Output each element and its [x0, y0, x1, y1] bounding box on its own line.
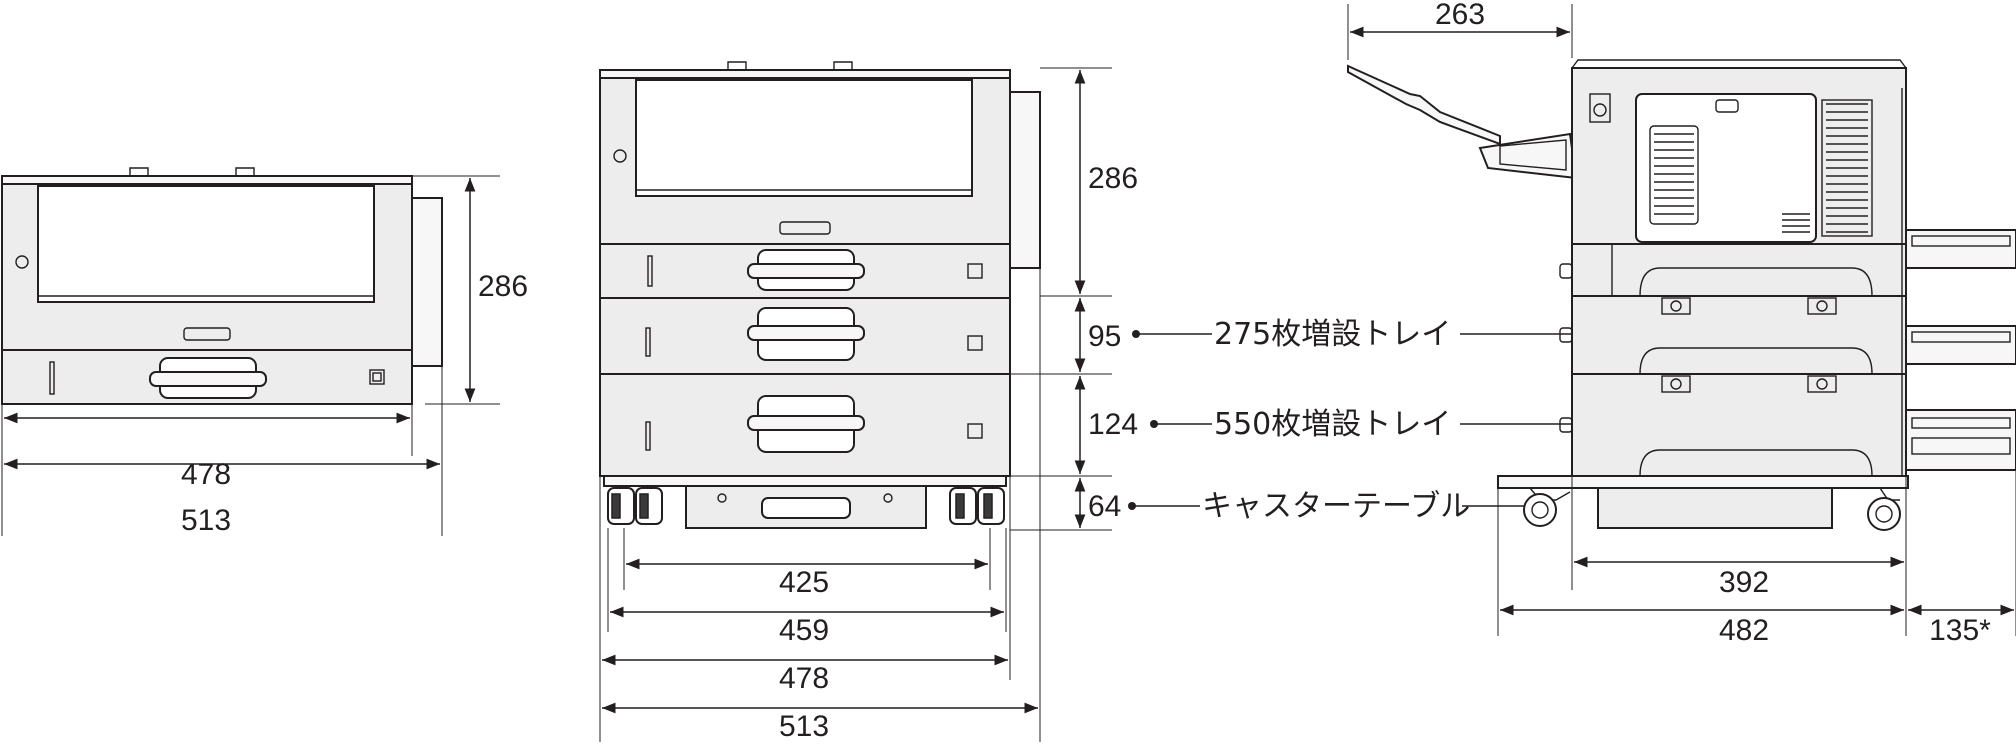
tray550-callout: 550枚増設トレイ [1214, 407, 1451, 442]
right-dimensions: 263 392 482 135* [1347, 0, 2016, 647]
mid-width-478-label: 478 [779, 662, 829, 695]
left-dimensions: 286 478 513 [1, 175, 528, 537]
side-depth-392-label: 392 [1719, 566, 1769, 599]
callouts: 275枚増設トレイ 550枚増設トレイ キャスターテーブル [1128, 317, 1584, 524]
mid-height-275-label: 95 [1088, 320, 1121, 353]
left-height-label: 286 [478, 270, 528, 303]
left-width-outer-label: 513 [181, 504, 231, 537]
vent-lines [1654, 103, 1868, 233]
printer-front-stack [599, 61, 1041, 529]
mid-height-caster-label: 64 [1088, 490, 1121, 523]
side-rear-135-label: 135* [1929, 614, 1991, 647]
mid-height-550-label: 124 [1088, 408, 1138, 441]
printer-side-view [1347, 59, 2016, 531]
side-depth-482-label: 482 [1719, 614, 1769, 647]
mid-height-top-label: 286 [1088, 162, 1138, 195]
side-extension-label: 263 [1435, 0, 1485, 31]
left-width-inner-label: 478 [181, 458, 231, 491]
caster-callout: キャスターテーブル [1202, 489, 1470, 524]
mid-width-513-label: 513 [779, 710, 829, 743]
printer-front-single [1, 167, 443, 405]
mid-width-425-label: 425 [779, 566, 829, 599]
middle-dimensions: 286 95 124 64 425 459 478 513 [599, 67, 1138, 743]
mid-width-459-label: 459 [779, 614, 829, 647]
tray275-callout: 275枚増設トレイ [1214, 317, 1451, 352]
